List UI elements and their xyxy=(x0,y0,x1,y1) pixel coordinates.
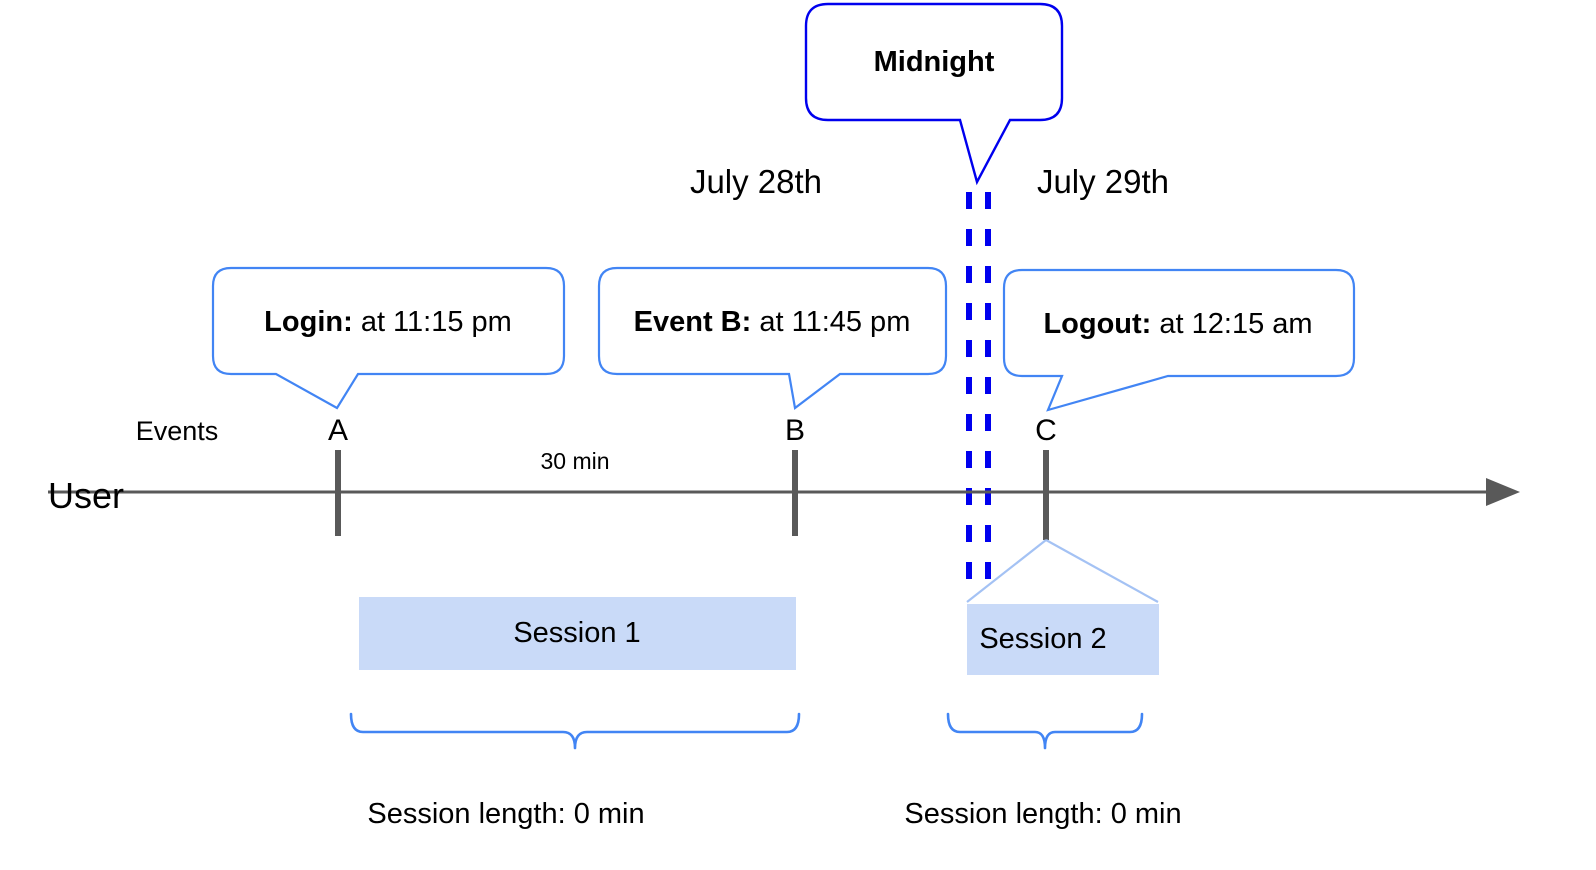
event-letter-c: C xyxy=(1035,414,1057,447)
events-row-label: Events xyxy=(135,416,219,446)
callout-label-b: Event B: at 11:45 pm xyxy=(634,308,911,337)
session-bar-label-1: Session 1 xyxy=(513,617,641,649)
callout-b-event-name: Event B: xyxy=(633,306,752,338)
callout-shape-c xyxy=(1002,268,1356,412)
callout-label-c: Logout: at 12:15 am xyxy=(1043,310,1312,339)
session2-connector-left xyxy=(966,539,1047,603)
session-length-label-1: Session length: 0 min xyxy=(367,798,645,830)
callout-shape-a xyxy=(211,266,566,410)
event-letter-b: B xyxy=(784,414,806,447)
callout-label-a: Login: at 11:15 pm xyxy=(264,308,512,337)
date-label-july-28: July 28th xyxy=(689,163,823,200)
callout-shape-b xyxy=(597,266,948,410)
callout-c-event-time: at 12:15 am xyxy=(1159,308,1313,340)
timeline-arrowhead xyxy=(1486,478,1520,506)
session-bar-1 xyxy=(359,597,796,670)
session-length-label-2: Session length: 0 min xyxy=(904,798,1182,830)
callout-a-event-name: Login: xyxy=(264,306,353,338)
date-label-july-29: July 29th xyxy=(1036,163,1170,200)
session-bar-2 xyxy=(967,604,1159,675)
brace-session-1 xyxy=(349,712,801,750)
session-bar-label-2: Session 2 xyxy=(979,623,1107,655)
user-row-label: User xyxy=(48,475,125,516)
duration-annotation-30min: 30 min xyxy=(540,448,610,474)
callout-c-event-name: Logout: xyxy=(1043,308,1152,340)
midnight-callout-label: Midnight xyxy=(873,46,995,78)
brace-session-2 xyxy=(946,712,1144,750)
session2-connector-right xyxy=(1045,539,1159,603)
callout-a-event-time: at 11:15 pm xyxy=(360,306,512,338)
midnight-callout-shape xyxy=(804,2,1064,186)
callout-b-event-time: at 11:45 pm xyxy=(759,306,911,338)
event-letter-a: A xyxy=(327,414,349,447)
